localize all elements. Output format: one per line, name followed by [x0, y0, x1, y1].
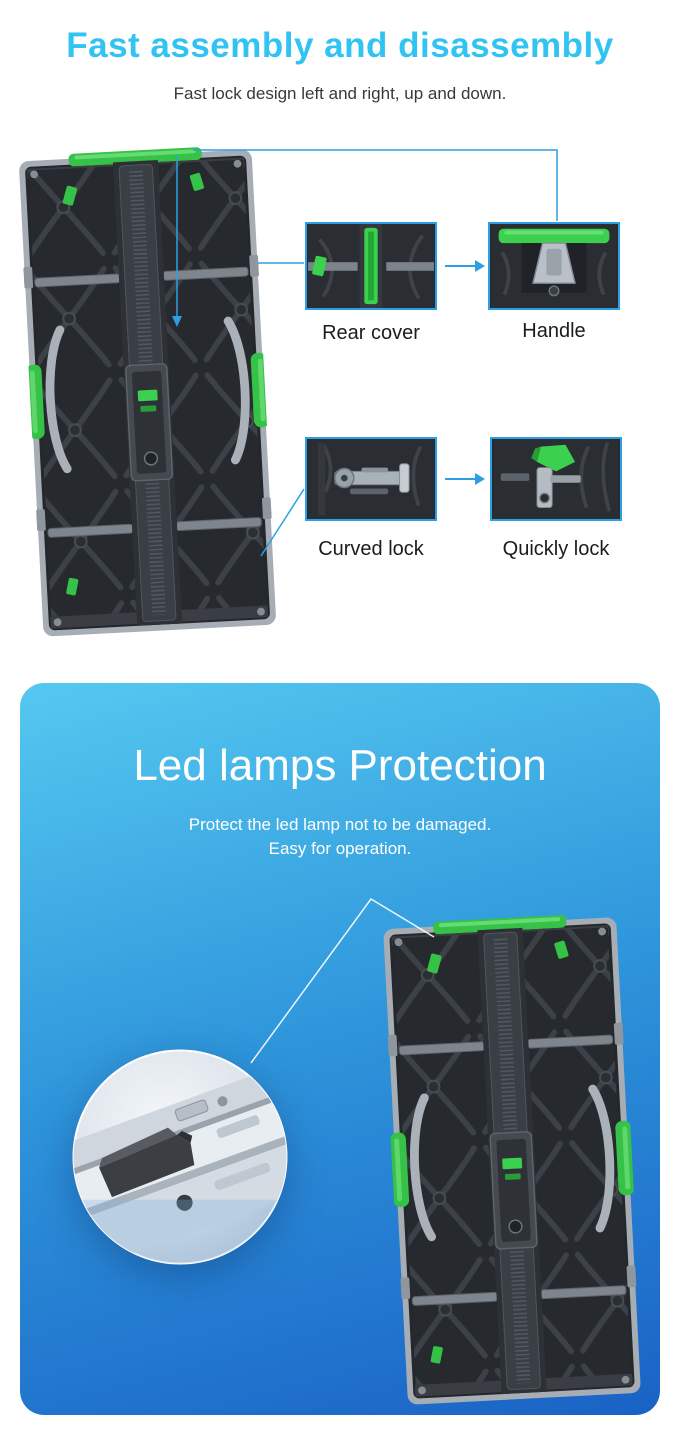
- led-panel-rear-image-detail: [379, 909, 644, 1411]
- led-panel-rear-image: [17, 140, 277, 644]
- protection-subtitle-line1: Protect the led lamp not to be damaged.: [188, 815, 492, 834]
- quickly-lock-thumb-image: [490, 437, 622, 521]
- callout-label-handle: Handle: [522, 320, 586, 342]
- assembly-subtitle: Fast lock design left and right, up and …: [173, 84, 507, 103]
- rear-cover-thumb-image: [305, 222, 437, 310]
- protection-section: Led lamps Protection Protect the led lam…: [20, 683, 660, 1415]
- callout-label-curved-lock: Curved lock: [318, 538, 424, 560]
- corner-detail-zoom-image: [72, 1049, 288, 1265]
- protection-title: Led lamps Protection: [133, 741, 547, 790]
- assembly-title: Fast assembly and disassembly: [66, 26, 614, 65]
- protection-subtitle-line2: Easy for operation.: [268, 839, 412, 858]
- callout-label-quickly-lock: Quickly lock: [502, 538, 610, 560]
- curved-lock-thumb-image: [305, 437, 437, 521]
- callout-label-rear-cover: Rear cover: [322, 322, 420, 344]
- arrow-right-icon: [444, 470, 486, 488]
- handle-thumb-image: [488, 222, 620, 310]
- arrow-right-icon: [444, 257, 486, 275]
